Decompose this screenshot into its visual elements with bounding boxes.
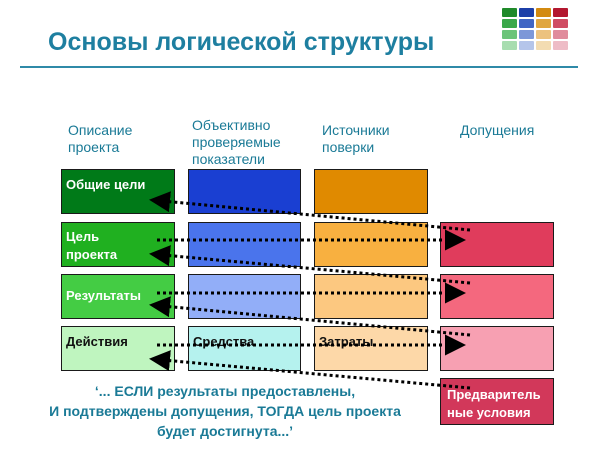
column-header-assumptions: Допущения: [460, 122, 534, 139]
arrow-assumption-to-purpose: [149, 245, 471, 285]
quote-line: будет достигнута...’: [156, 423, 294, 439]
row-label-results: Результаты: [66, 288, 141, 303]
quote-line: ‘... ЕСЛИ результаты предоставлены,: [94, 383, 356, 399]
column-header-line: Объективно: [192, 117, 271, 133]
column-header-line: поверки: [322, 139, 375, 155]
row-label-purpose-line2: проекта: [66, 247, 118, 262]
cell-preconditions: Предваритель ные условия: [440, 378, 554, 425]
quote-line: И подтверждены допущения, ТОГДА цель про…: [49, 403, 401, 419]
arrow-assumption-to-results: [149, 296, 471, 337]
logic-quote: ‘... ЕСЛИ результаты предоставлены, И по…: [10, 381, 440, 441]
cell-goals-sources: [314, 169, 428, 214]
cell-purpose-sources: [314, 222, 428, 267]
column-header-line: показатели: [192, 151, 265, 167]
cell-means-label: Средства: [193, 334, 255, 349]
arrow-assumption-to-goals: [149, 191, 471, 232]
preconditions-line2: ные условия: [447, 405, 531, 420]
logo-color-grid: [502, 8, 572, 52]
column-header-line: Описание: [68, 122, 133, 138]
arrow-preconditions-to-actions: [149, 350, 471, 390]
cell-results-sources: [314, 274, 428, 319]
preconditions-line1: Предваритель: [447, 387, 541, 402]
row-label-purpose-line1: Цель: [66, 229, 100, 244]
column-header-line: Источники: [322, 122, 390, 138]
column-header-description: Описание проекта: [68, 122, 132, 156]
column-header-line: проверяемые: [192, 134, 281, 150]
cell-costs: Затраты: [314, 326, 428, 371]
title-divider: [20, 66, 578, 68]
page-title: Основы логической структуры: [48, 28, 435, 56]
row-label-goals: Общие цели: [66, 177, 146, 192]
column-header-indicators: Объективно проверяемые показатели: [192, 117, 281, 168]
column-header-line: Допущения: [460, 122, 535, 138]
row-label-actions: Действия: [66, 334, 128, 349]
column-header-sources: Источники поверки: [322, 122, 390, 156]
column-header-line: проекта: [68, 139, 120, 155]
